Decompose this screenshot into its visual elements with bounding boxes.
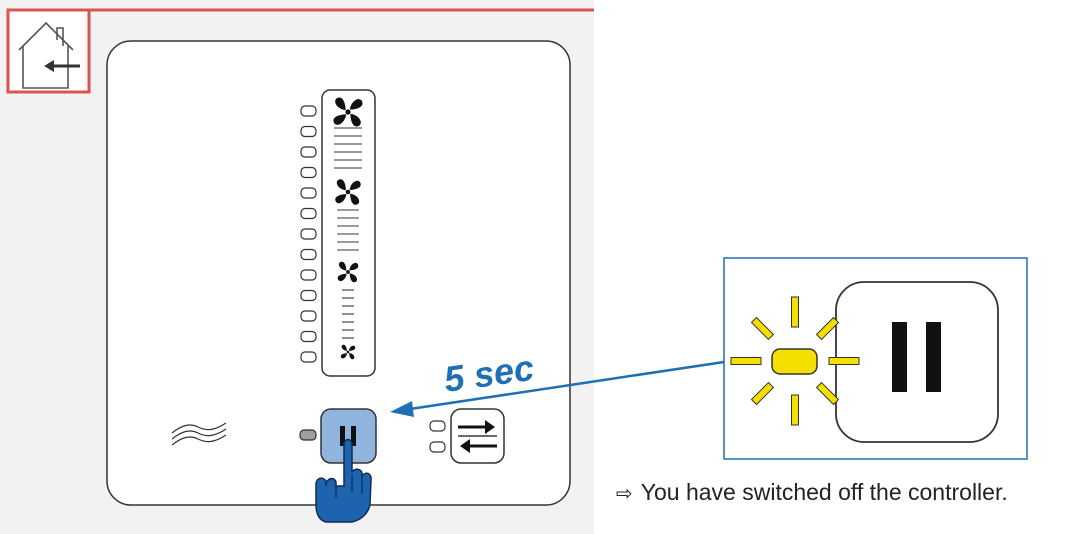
fan-speed-led (300, 310, 317, 322)
blinking-led-rays (730, 296, 860, 426)
home-back-arrow-icon (18, 21, 80, 89)
led-ray (730, 357, 762, 365)
pause-icon (892, 322, 941, 392)
result-caption-text: You have switched off the controller. (640, 479, 1008, 505)
fan-speed-led (300, 289, 317, 302)
fan-speed-led (300, 269, 317, 281)
exchange-led-lower (429, 441, 446, 453)
fan-speed-led (300, 105, 317, 117)
fan-speed-led (300, 207, 317, 220)
led-ray (828, 357, 860, 365)
fan-speed-led (300, 228, 317, 240)
home-back-box[interactable] (6, 8, 91, 94)
led-ray (791, 394, 799, 426)
led-ray (750, 381, 775, 406)
fan-speed-led (300, 146, 317, 158)
right-arrow-icon: ⇨ (616, 481, 633, 505)
fan-speed-led (300, 248, 317, 261)
fan-speed-led-column (300, 105, 317, 363)
led-ray (815, 316, 840, 341)
pause-status-led (299, 429, 317, 441)
led-ray (791, 296, 799, 328)
fan-speed-led (300, 187, 317, 199)
pause-icon (340, 426, 356, 446)
fan-speed-led (300, 125, 317, 138)
fan-speed-led (300, 351, 317, 363)
enlarged-pause-button (835, 281, 999, 443)
fan-speed-ticks (334, 127, 362, 339)
led-ray (750, 316, 775, 341)
fan-speed-led (300, 166, 317, 179)
airflow-waves-icon (171, 422, 227, 446)
result-caption: ⇨ You have switched off the controller. (616, 479, 1008, 506)
pointing-hand-icon (315, 438, 372, 523)
led-ray (815, 381, 840, 406)
hold-duration-arrow (390, 360, 725, 417)
exchange-arrows-icon (458, 420, 497, 453)
fan-speed-scale (321, 89, 376, 377)
fan-speed-led (300, 330, 317, 343)
blinking-status-led (771, 348, 818, 375)
exchange-led-upper (429, 420, 446, 432)
